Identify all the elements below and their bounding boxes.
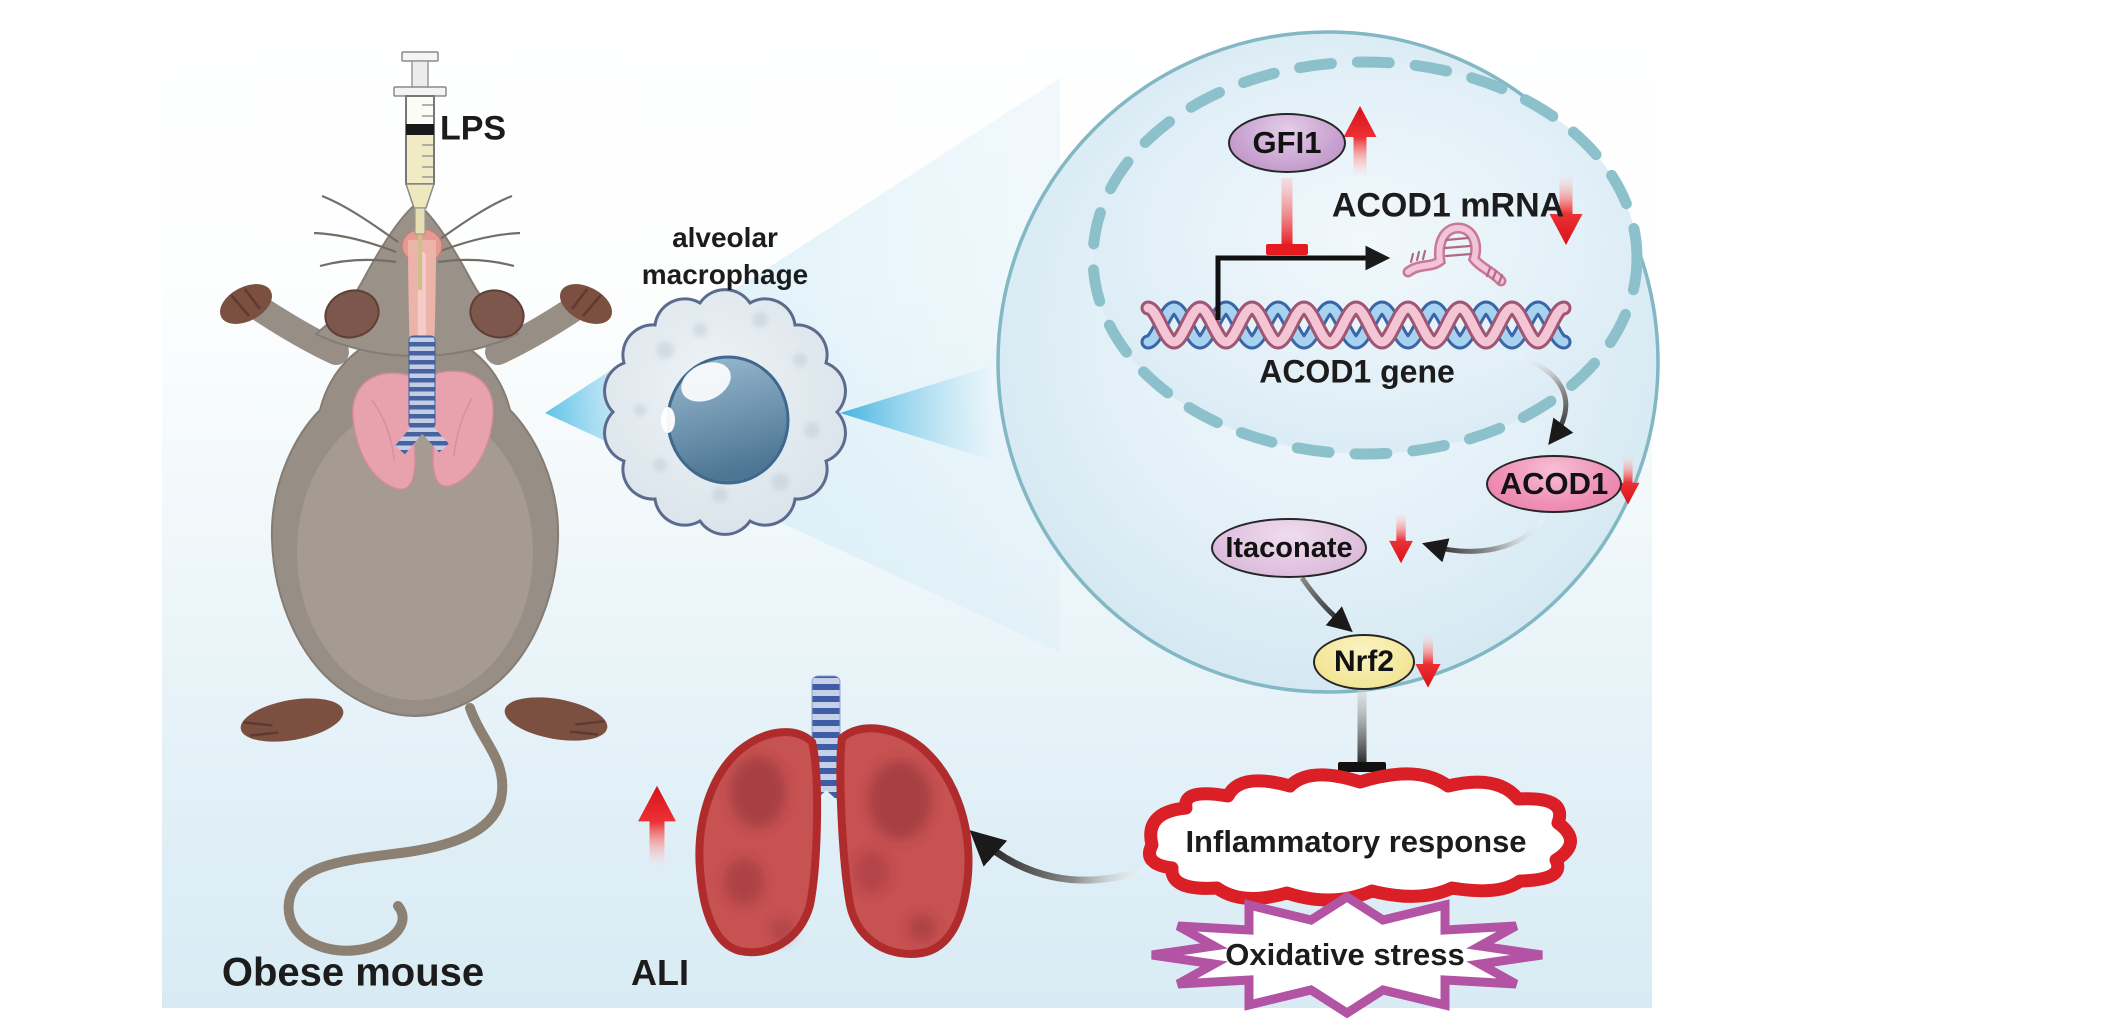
mouse-ears bbox=[324, 289, 525, 339]
oxidative-stress-star bbox=[1151, 891, 1543, 1019]
mouse-hind-feet bbox=[240, 697, 608, 742]
inflammatory-response-label: Inflammatory response bbox=[1185, 824, 1527, 859]
nrf2-inhibition-bar bbox=[1338, 688, 1386, 772]
alveolar-macrophage-label-line2: macrophage bbox=[641, 259, 809, 290]
acod1-label: ACOD1 bbox=[1499, 466, 1609, 501]
alveolar-macrophage-label: alveolar macrophage bbox=[642, 219, 809, 293]
oxidative-stress-label: Oxidative stress bbox=[1225, 937, 1465, 972]
syringe-icon bbox=[393, 51, 447, 235]
mouse-trachea bbox=[395, 335, 449, 455]
macrophage-illustration bbox=[603, 288, 847, 536]
arrow-acod1-to-itaconate bbox=[1422, 514, 1548, 563]
mouse-whiskers bbox=[313, 194, 521, 268]
lps-label: LPS bbox=[439, 109, 507, 148]
gfi1-node: GFI1 bbox=[1228, 113, 1346, 173]
zoom-cone-bright bbox=[840, 366, 992, 460]
acod1-mrna-label: ACOD1 mRNA bbox=[1331, 186, 1565, 225]
mouse-belly bbox=[297, 404, 533, 700]
mouse-tail bbox=[283, 703, 508, 956]
arrow-gene-to-acod1 bbox=[1515, 353, 1574, 445]
arrow-inflammation-to-lungs bbox=[969, 830, 1152, 884]
gfi1-label: GFI1 bbox=[1252, 125, 1322, 160]
acod1-gene-label: ACOD1 gene bbox=[1259, 353, 1455, 390]
obese-mouse-illustration bbox=[220, 186, 612, 956]
mrna-icon bbox=[1402, 222, 1507, 287]
obese-mouse-label: Obese mouse bbox=[221, 950, 485, 995]
nrf2-label: Nrf2 bbox=[1333, 645, 1394, 678]
ali-lungs-illustration bbox=[695, 675, 973, 958]
ali-up-arrow-icon bbox=[638, 785, 676, 867]
transcription-arrow bbox=[1215, 245, 1391, 320]
inflammatory-response-blob bbox=[1143, 767, 1577, 907]
mouse-lungs bbox=[352, 370, 494, 491]
nrf2-node: Nrf2 bbox=[1313, 634, 1415, 690]
arrow-itaconate-to-nrf2 bbox=[1299, 576, 1353, 633]
gfi1-inhibition-bar bbox=[1266, 178, 1308, 255]
alveolar-macrophage-label-line1: alveolar bbox=[672, 222, 778, 253]
ali-label: ALI bbox=[631, 952, 689, 993]
mouse-front-arms bbox=[220, 284, 612, 365]
itaconate-label: Itaconate bbox=[1225, 531, 1353, 564]
itaconate-node: Itaconate bbox=[1211, 518, 1367, 578]
acod1-node: ACOD1 bbox=[1486, 455, 1622, 513]
